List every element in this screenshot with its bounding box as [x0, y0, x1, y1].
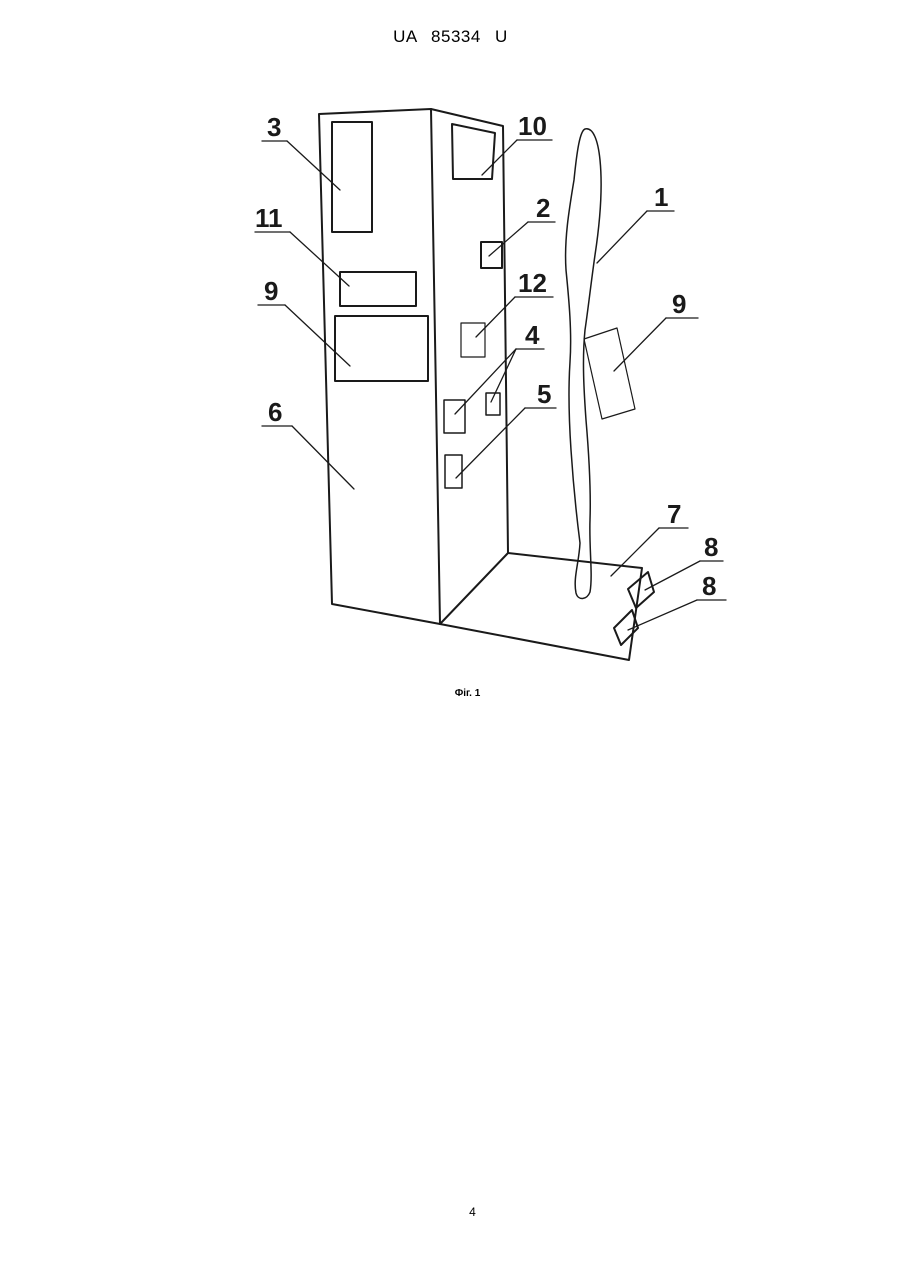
cabinet-front-face — [319, 109, 440, 624]
label-3: 3 — [267, 112, 281, 142]
label-6: 6 — [268, 397, 282, 427]
element-12 — [461, 323, 485, 357]
figure-caption: Фіг. 1 — [0, 688, 901, 699]
label-11: 11 — [255, 203, 283, 233]
label-9-right: 9 — [672, 289, 686, 319]
patent-figure: 3 11 9 6 10 2 12 4 5 1 9 7 8 8 — [0, 0, 901, 720]
screen-3 — [332, 122, 372, 232]
sensor-5 — [445, 455, 462, 488]
sensor-4-left — [444, 400, 465, 433]
bag-9 — [584, 328, 635, 419]
label-8-bottom: 8 — [702, 571, 716, 601]
label-9-left: 9 — [264, 276, 278, 306]
label-4: 4 — [525, 320, 540, 350]
sensor-2 — [481, 242, 502, 268]
label-2: 2 — [536, 193, 550, 223]
cabinet-side-face — [431, 109, 508, 624]
label-5: 5 — [537, 379, 551, 409]
label-1: 1 — [654, 182, 668, 212]
figure-drawing: 3 11 9 6 10 2 12 4 5 1 9 7 8 8 — [0, 0, 901, 720]
page-number: 4 — [0, 1205, 901, 1219]
display-9-front — [335, 316, 428, 381]
label-10: 10 — [518, 111, 547, 141]
label-12: 12 — [518, 268, 547, 298]
foot-plate-8-top — [628, 572, 654, 608]
floor-platform — [440, 553, 642, 660]
label-7: 7 — [667, 499, 681, 529]
screen-10 — [452, 124, 495, 179]
panel-11 — [340, 272, 416, 306]
label-8-top: 8 — [704, 532, 718, 562]
person-silhouette-1 — [566, 129, 602, 599]
